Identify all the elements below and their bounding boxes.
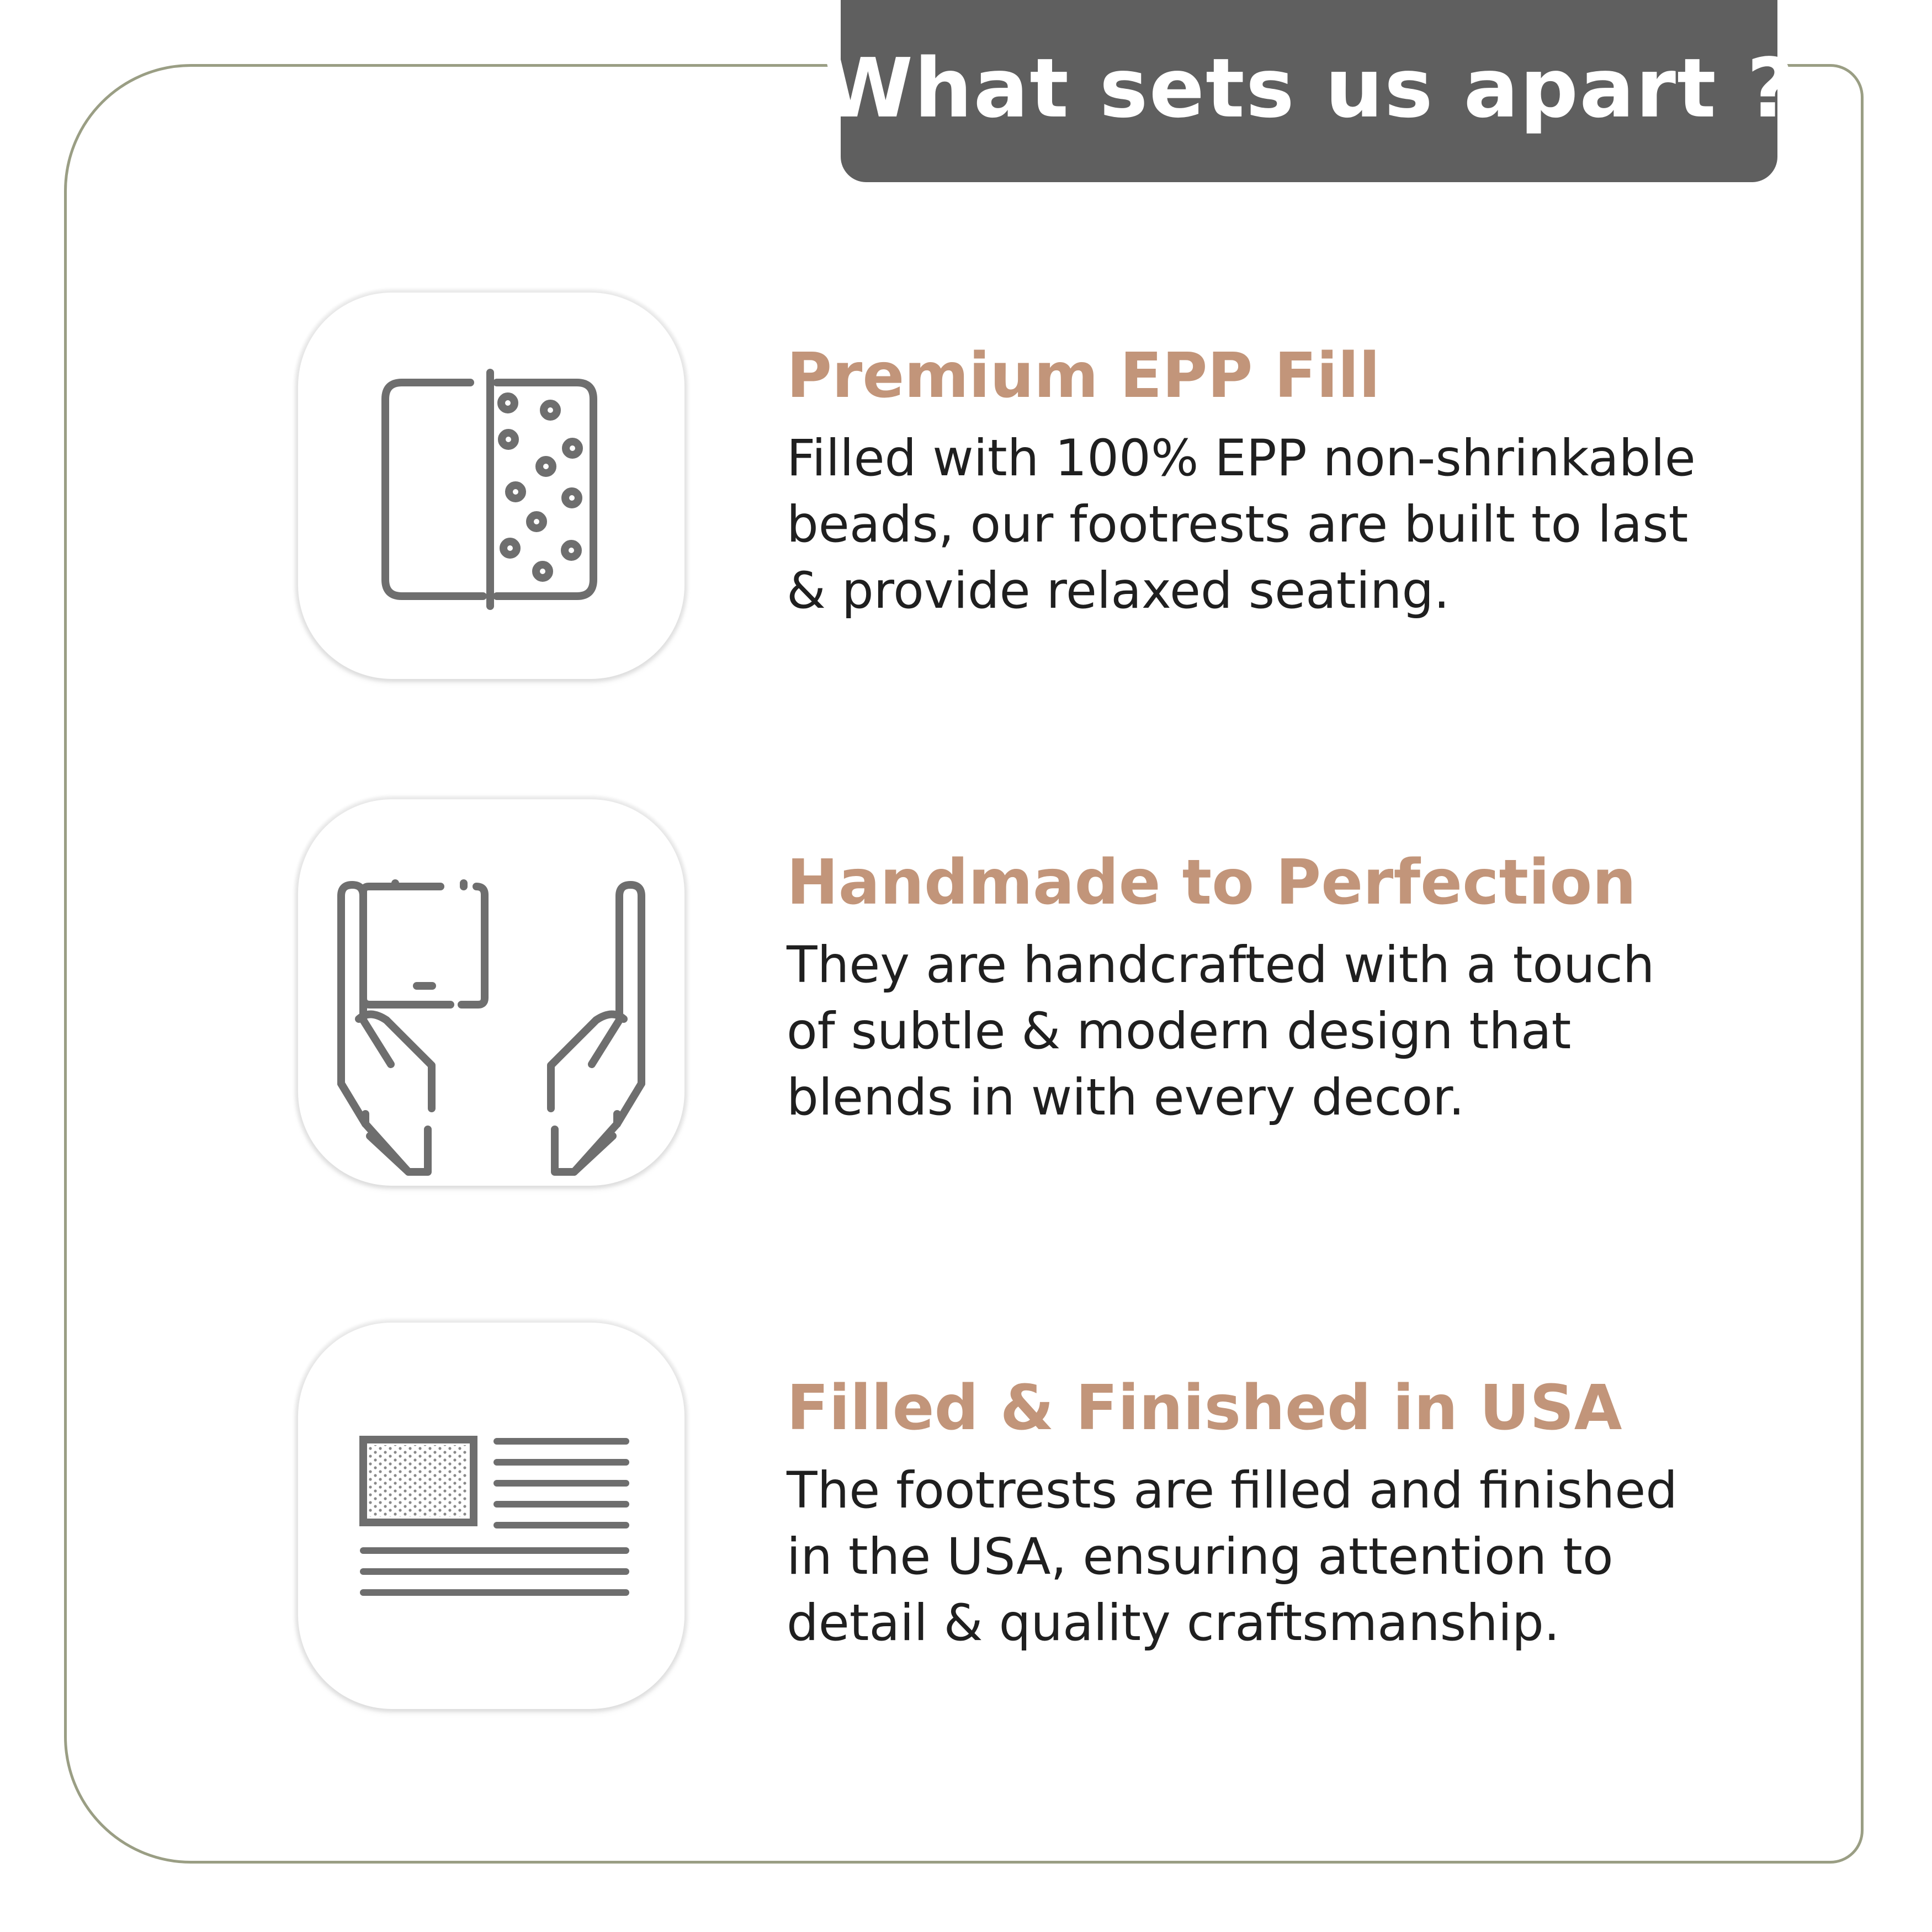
feature-title: Handmade to Perfection — [787, 847, 1637, 919]
feature-title: Premium EPP Fill — [787, 340, 1381, 412]
section-header: What sets us apart ? — [823, 0, 1794, 182]
feature-icon-card-handmade — [298, 799, 684, 1186]
feature-description: Filled with 100% EPP non-shrinkable bead… — [787, 429, 1696, 620]
feature-icon-card-usa — [298, 1323, 684, 1709]
feature-description: They are handcrafted with a touch of sub… — [787, 936, 1655, 1127]
usa-flag-icon — [359, 1436, 629, 1596]
feature-text-usa: Filled & Finished in USA The footrests a… — [787, 1374, 1780, 1657]
feature-title: Filled & Finished in USA — [787, 1372, 1622, 1444]
feature-description: The footrests are filled and finished in… — [787, 1462, 1678, 1653]
feature-text-epp: Premium EPP Fill Filled with 100% EPP no… — [787, 342, 1780, 624]
header-title: What sets us apart ? — [822, 41, 1796, 136]
feature-icon-card-epp — [298, 293, 684, 679]
feature-text-handmade: Handmade to Perfection They are handcraf… — [787, 847, 1780, 1131]
handmade-hands-icon — [337, 879, 645, 1176]
bead-fill-icon — [381, 369, 597, 610]
